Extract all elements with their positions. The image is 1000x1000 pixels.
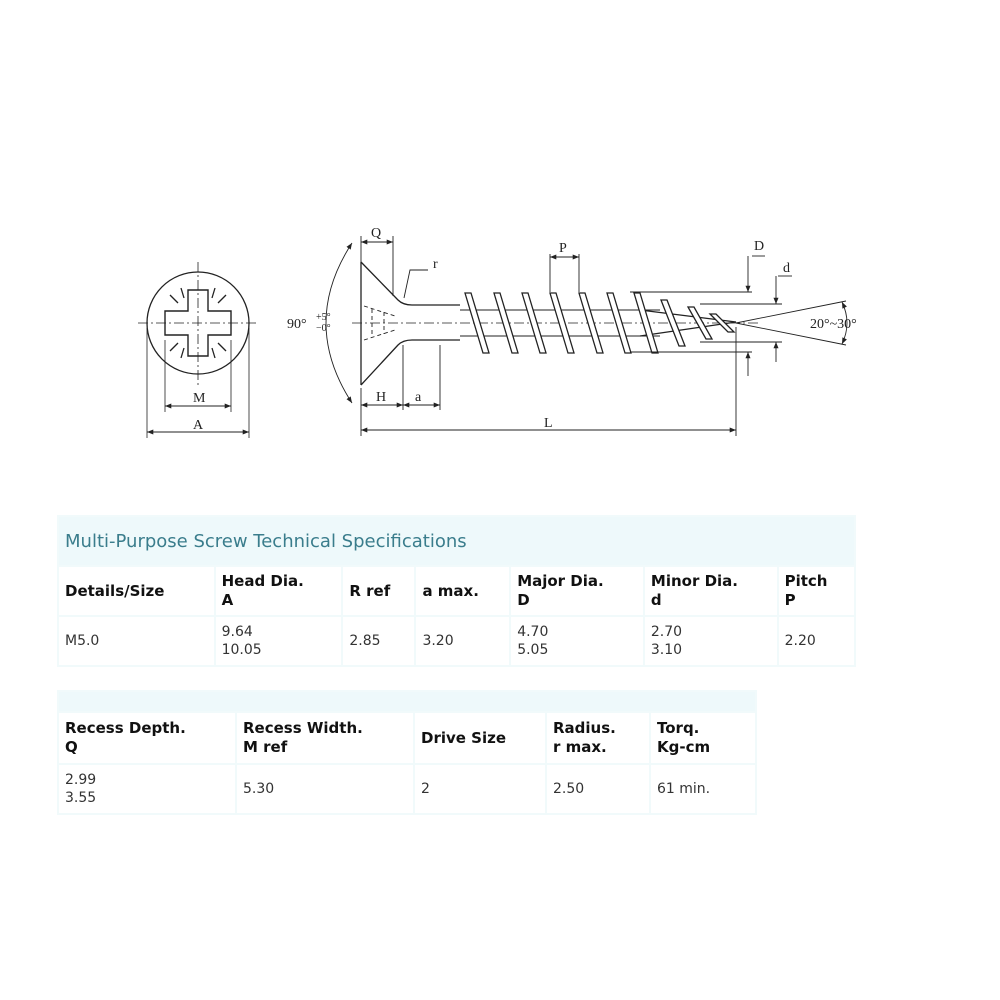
label-tip-angle: 20°~30° <box>810 317 857 332</box>
thread-crest <box>708 313 736 333</box>
thread-crest <box>606 292 632 354</box>
label-A: A <box>193 418 204 433</box>
header-major-dia: Major Dia.D <box>511 567 643 615</box>
thread-crest <box>493 292 519 354</box>
label-Q: Q <box>371 226 381 241</box>
cell-pitch: 2.20 <box>778 617 854 665</box>
header-drive-size: Drive Size <box>415 713 545 763</box>
header-recess-depth: Recess Depth.Q <box>59 713 235 763</box>
label-d: d <box>783 261 790 276</box>
table-header-row: Details/Size Head Dia.A R ref a max. Maj… <box>59 567 854 615</box>
thread-crest <box>633 292 659 354</box>
header-head-dia: Head Dia.A <box>215 567 342 615</box>
label-P: P <box>559 241 567 256</box>
header-minor-dia: Minor Dia.d <box>644 567 777 615</box>
thread-crest <box>521 292 547 354</box>
header-torque: Torq.Kg-cm <box>651 713 755 763</box>
thread-crest <box>686 306 714 340</box>
thread-crest <box>549 292 575 354</box>
cell-a-max: 3.20 <box>416 617 510 665</box>
cell-size: M5.0 <box>59 617 214 665</box>
cell-radius: 2.50 <box>547 765 649 813</box>
cell-r-ref: 2.85 <box>343 617 415 665</box>
label-head-angle-plus: +5° <box>316 312 331 323</box>
label-D: D <box>754 239 764 254</box>
header-radius: Radius.r max. <box>547 713 649 763</box>
header-r-ref: R ref <box>343 567 415 615</box>
head-top-view <box>138 262 258 438</box>
label-L: L <box>544 416 553 431</box>
table-header-band <box>59 692 755 711</box>
spec-table-1: Multi-Purpose Screw Technical Specificat… <box>57 515 856 667</box>
screw-technical-drawing: M A <box>138 226 857 438</box>
thread-crest <box>578 292 604 354</box>
label-head-angle: 90° <box>287 317 307 332</box>
label-H: H <box>376 390 386 405</box>
label-r: r <box>433 257 438 272</box>
thread-crest <box>464 292 490 354</box>
header-recess-width: Recess Width.M ref <box>237 713 413 763</box>
cell-drive-size: 2 <box>415 765 545 813</box>
thread-crest <box>660 299 686 347</box>
label-a: a <box>415 390 422 405</box>
table-header-row: Recess Depth.Q Recess Width.M ref Drive … <box>59 713 755 763</box>
side-view-dimensions <box>325 236 848 436</box>
cell-recess-width: 5.30 <box>237 765 413 813</box>
label-head-angle-minus: −0° <box>316 323 331 334</box>
cell-torque: 61 min. <box>651 765 755 813</box>
label-M: M <box>193 391 206 406</box>
screw-side-view <box>352 261 760 386</box>
table-title: Multi-Purpose Screw Technical Specificat… <box>59 517 854 565</box>
header-a-max: a max. <box>416 567 510 615</box>
spec-table-2: Recess Depth.Q Recess Width.M ref Drive … <box>57 690 757 815</box>
screw-threads <box>464 292 736 354</box>
header-details-size: Details/Size <box>59 567 214 615</box>
